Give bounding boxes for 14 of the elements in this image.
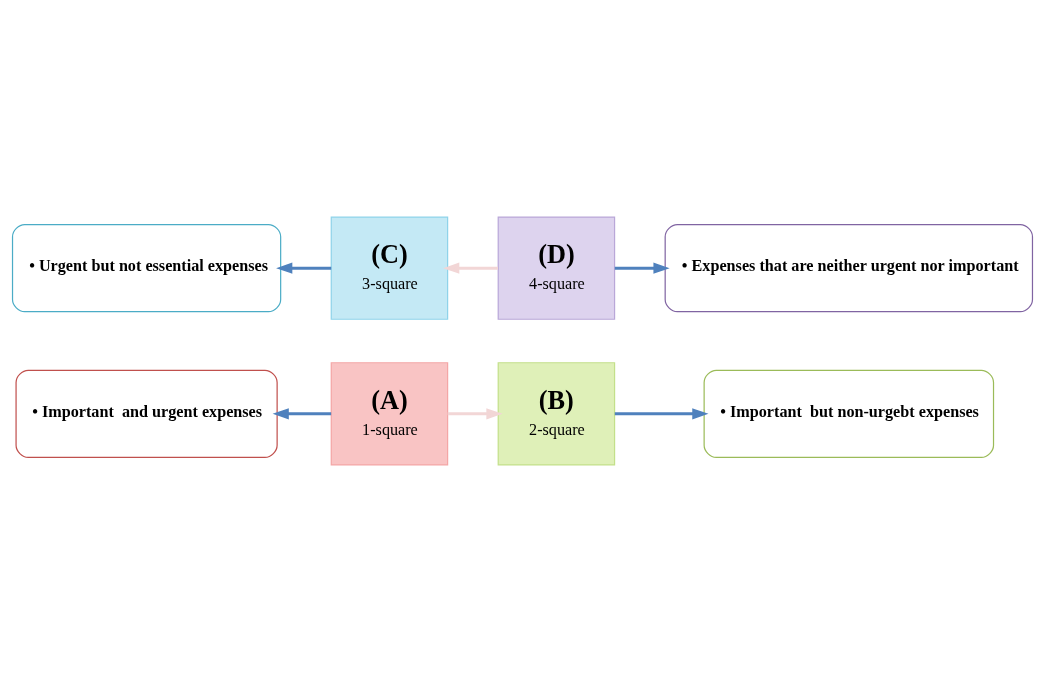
node-box: • Expenses that are neither urgent nor important [664, 224, 1034, 313]
node-box: • Important and urgent expenses [15, 369, 278, 458]
arrow [614, 262, 670, 274]
node-box: • Important but non-urgebt expenses [703, 369, 995, 458]
node-box: • Urgent but not essential expenses [11, 224, 282, 313]
node-box: (B) 2-square [497, 362, 616, 466]
arrow [443, 262, 498, 274]
node-box: (D) 4-square [497, 216, 616, 320]
arrow [272, 408, 332, 420]
node-box: (A) 1-square [330, 362, 449, 466]
arrow [276, 262, 332, 274]
arrow [447, 408, 503, 420]
arrow [614, 408, 709, 420]
node-box: (C) 3-square [330, 216, 449, 320]
